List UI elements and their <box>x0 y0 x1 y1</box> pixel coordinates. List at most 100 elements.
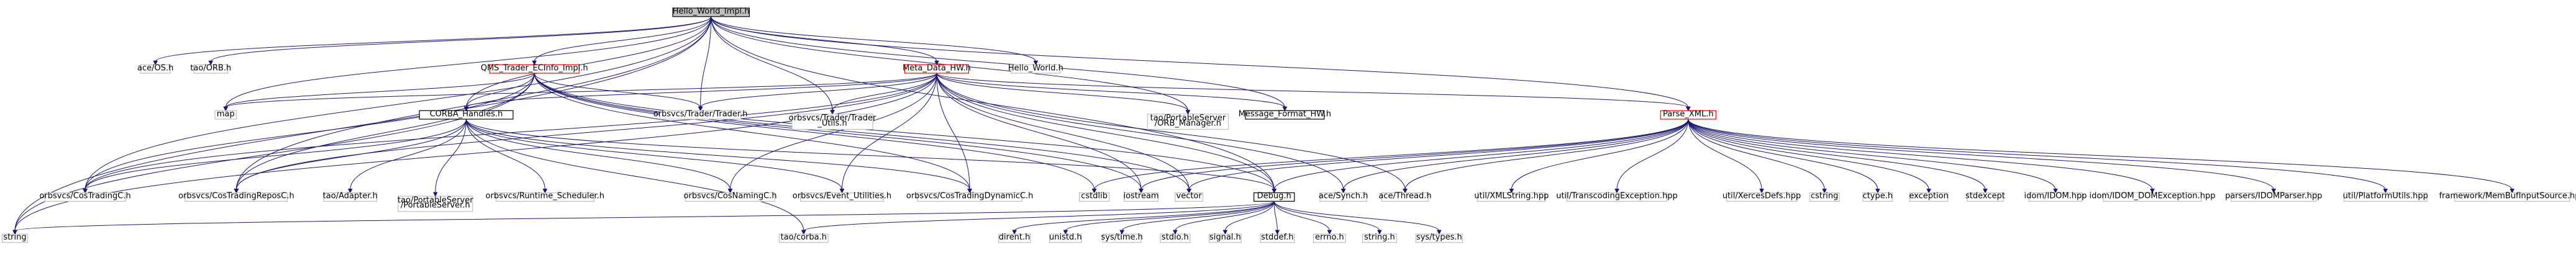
node-label: sys/types.h <box>1416 233 1462 242</box>
node-runtime[interactable]: orbsvcs/Runtime_Scheduler.h <box>486 192 604 202</box>
node-box <box>140 64 171 74</box>
node-box <box>1160 233 1191 243</box>
node-xmlstring[interactable]: util/XMLString.hpp <box>1474 192 1549 202</box>
node-label: ctype.h <box>1863 192 1893 201</box>
edge-parse-to-xmlstring <box>1509 119 1689 194</box>
node-box <box>1123 192 1159 202</box>
node-box <box>1415 233 1463 243</box>
node-label: Message_Format_HW.h <box>1239 109 1331 119</box>
node-box <box>778 233 829 243</box>
node-dirent[interactable]: dirent.h <box>998 233 1031 243</box>
node-synch[interactable]: ace/Synch.h <box>1319 192 1368 202</box>
node-label: parsers/IDOMParser.hpp <box>2225 192 2323 201</box>
edge-parse-to-platform <box>1688 119 2388 194</box>
node-systime[interactable]: sys/time.h <box>1101 233 1143 243</box>
node-hw[interactable]: Hello_World.h <box>1008 63 1063 74</box>
node-xercesdefs[interactable]: util/XercesDefs.hpp <box>1723 192 1801 202</box>
node-label: orbsvcs/Trader/Trader <box>789 114 876 123</box>
edge-meta-to-orb_mgr <box>936 73 1191 115</box>
node-transcoding[interactable]: util/TranscodingException.hpp <box>1556 192 1678 202</box>
node-costrading[interactable]: orbsvcs/CosTradingC.h <box>39 192 131 202</box>
edge-meta-to-parse <box>936 73 1691 112</box>
edge-root-to-hw <box>711 16 1039 66</box>
node-msgfmt[interactable]: Message_Format_HW.h <box>1239 109 1331 120</box>
node-stdio[interactable]: stdio.h <box>1160 233 1191 243</box>
node-idomexc[interactable]: idom/IDOM_DOMException.hpp <box>2089 192 2215 202</box>
edge-parse-to-exception <box>1688 119 1931 194</box>
node-membuf[interactable]: framework/MemBufInputSource.hpp <box>2439 192 2576 202</box>
node-parse[interactable]: Parse_XML.h <box>1660 109 1716 120</box>
node-cosnaming[interactable]: orbsvcs/CosNamingC.h <box>684 192 777 202</box>
edge-meta-to-corba <box>463 73 937 112</box>
node-thread[interactable]: ace/Thread.h <box>1378 192 1432 202</box>
node-exception[interactable]: exception <box>1909 192 1949 202</box>
node-label: util/TranscodingException.hpp <box>1556 192 1678 201</box>
node-adapter[interactable]: tao/Adapter.h <box>323 192 378 202</box>
edge-parse-to-synch <box>1340 119 1689 194</box>
node-label: orbsvcs/CosTradingC.h <box>39 192 130 201</box>
edge-parse-to-cstdlib <box>1091 119 1689 194</box>
node-box <box>1381 192 1429 202</box>
node-box <box>1175 192 1204 202</box>
edge-qms-to-debug <box>534 73 1277 194</box>
node-stddef[interactable]: stddef.h <box>1260 233 1295 243</box>
node-stdexcept[interactable]: stdexcept <box>1965 192 2005 202</box>
node-ace-os[interactable]: ace/OS.h <box>137 63 173 74</box>
node-platform[interactable]: util/PlatformUtils.hpp <box>2343 192 2428 202</box>
node-box <box>800 192 884 202</box>
edge-debug-to-systime <box>1119 201 1275 235</box>
node-string[interactable]: string <box>1 233 29 243</box>
node-idomparser[interactable]: parsers/IDOMParser.hpp <box>2225 192 2323 202</box>
edge-debug-to-stdio <box>1173 201 1275 235</box>
node-costradingrepos[interactable]: orbsvcs/CosTradingReposC.h <box>178 192 294 202</box>
node-errno[interactable]: errno.h <box>1313 233 1346 243</box>
edge-meta-to-map <box>223 73 937 112</box>
node-label: vector <box>1176 192 1203 201</box>
node-debug[interactable]: Debug.h <box>1254 192 1295 202</box>
node-box <box>998 233 1031 243</box>
edge-parse-to-cstring <box>1688 119 1827 194</box>
node-unistd[interactable]: unistd.h <box>1049 233 1082 243</box>
node-vector[interactable]: vector <box>1175 192 1204 202</box>
node-label: tao/corba.h <box>781 233 827 242</box>
node-portableserver[interactable]: tao/PortableServer/PortableServer.h <box>398 195 473 212</box>
node-tao-orb[interactable]: tao/ORB.h <box>190 63 231 74</box>
node-label: string <box>3 233 26 242</box>
node-trader[interactable]: orbsvcs/Trader/Trader.h <box>653 109 748 120</box>
node-box <box>1362 233 1397 243</box>
node-costradingdyn[interactable]: orbsvcs/CosTradingDynamicC.h <box>906 192 1034 202</box>
edge-parse-to-ctype <box>1688 119 1880 194</box>
node-string-h[interactable]: string.h <box>1362 233 1397 243</box>
node-label: orbsvcs/Runtime_Scheduler.h <box>486 192 604 201</box>
edge-meta-to-eventutil <box>839 73 937 194</box>
node-map[interactable]: map <box>214 109 237 120</box>
node-label: unistd.h <box>1049 233 1082 242</box>
node-meta[interactable]: Meta_Data_HW.h <box>903 63 971 74</box>
node-label: orbsvcs/CosTradingDynamicC.h <box>906 192 1034 201</box>
node-cstring[interactable]: cstring <box>1809 192 1840 202</box>
node-cstdlib[interactable]: cstdlib <box>1079 192 1110 202</box>
node-root[interactable]: Hello_World_Impl.h <box>672 7 750 17</box>
edges-layer <box>12 16 2515 235</box>
node-idom[interactable]: idom/IDOM.hpp <box>2024 192 2087 202</box>
node-label: orbsvcs/CosTradingReposC.h <box>178 192 294 201</box>
node-eventutil[interactable]: orbsvcs/Event_Utilities.h <box>793 192 891 202</box>
edge-debug-to-dirent <box>1012 201 1275 235</box>
node-corba-h[interactable]: tao/corba.h <box>778 233 829 243</box>
node-systypes[interactable]: sys/types.h <box>1415 233 1463 243</box>
node-box <box>2103 192 2202 202</box>
node-corba[interactable]: CORBA_Handles.h <box>419 109 514 120</box>
node-label: CORBA_Handles.h <box>430 109 503 119</box>
node-orb-mgr[interactable]: tao/PortableServer/ORB_Manager.h <box>1147 114 1229 130</box>
node-ctype[interactable]: ctype.h <box>1862 192 1893 202</box>
node-signal[interactable]: signal.h <box>1209 233 1242 243</box>
edge-meta-to-costradingdyn <box>936 73 972 194</box>
edge-corba-to-portableserver <box>433 119 467 197</box>
edge-meta-to-msgfmt <box>936 73 1288 112</box>
node-trader-util[interactable]: orbsvcs/Trader/Trader_Utils.h <box>789 114 876 130</box>
node-box <box>1079 192 1110 202</box>
node-iostream[interactable]: iostream <box>1123 192 1159 202</box>
edge-meta-to-iostream <box>936 73 1144 194</box>
node-qms[interactable]: QMS_Trader_ECInfo_Impl.h <box>481 63 588 74</box>
node-label: idom/IDOM_DOMException.hpp <box>2089 192 2215 201</box>
